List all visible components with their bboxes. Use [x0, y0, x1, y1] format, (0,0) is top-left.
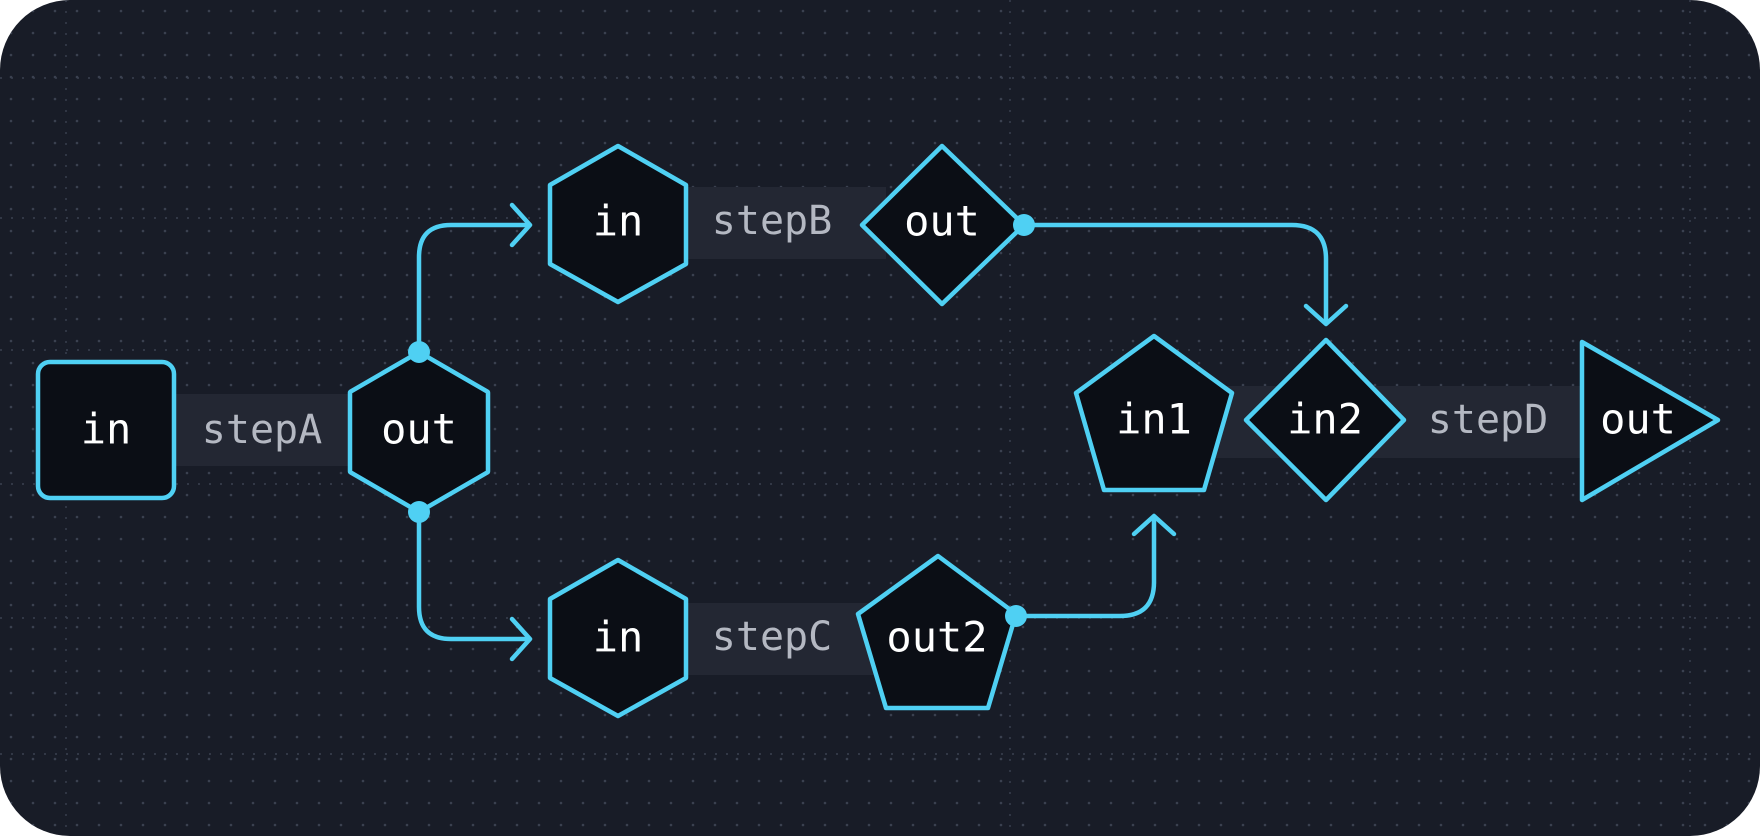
- connections: [416, 202, 1349, 662]
- pentagon-port-icon: [1073, 333, 1235, 493]
- edge-stepC-out2-to-stepD-in1[interactable]: [1013, 515, 1157, 619]
- stepD-output-out[interactable]: out: [1579, 339, 1721, 503]
- diamond-port-icon: [859, 143, 1027, 307]
- stepC-output-out2[interactable]: out2: [855, 553, 1019, 711]
- step-label-stepC[interactable]: stepC: [712, 614, 832, 660]
- connection-dot-icon[interactable]: [1005, 605, 1027, 627]
- port-label: out: [904, 197, 980, 246]
- step-band-stepA: [174, 394, 350, 466]
- stepC-input-in[interactable]: in: [547, 557, 689, 719]
- arrowhead-icon: [509, 202, 533, 248]
- port-label: in1: [1116, 395, 1192, 444]
- stepA-output-out[interactable]: out: [347, 349, 491, 515]
- stepB-output-out[interactable]: out: [859, 143, 1027, 307]
- port-label: out2: [886, 613, 987, 662]
- stepD-input-in2[interactable]: in2: [1243, 337, 1407, 503]
- port-label: in2: [1287, 395, 1363, 444]
- hexagon-port-icon: [547, 143, 689, 305]
- edge-stepB-out-to-stepD-in2[interactable]: [1021, 222, 1329, 325]
- step-labels: stepA stepB stepC stepD: [202, 198, 1548, 660]
- hexagon-port-icon: [547, 557, 689, 719]
- stepD-input-in1[interactable]: in1: [1073, 333, 1235, 493]
- connection-dot-icon[interactable]: [408, 501, 430, 523]
- port-label: in: [593, 613, 644, 662]
- arrowhead-icon: [509, 616, 533, 662]
- port-label: in: [81, 405, 132, 454]
- connection-dot-icon[interactable]: [408, 341, 430, 363]
- triangle-port-icon: [1579, 339, 1721, 503]
- step-label-stepA[interactable]: stepA: [202, 407, 322, 453]
- edge-handles: [408, 214, 1035, 627]
- stepA-input-in[interactable]: in: [35, 359, 177, 501]
- step-band-stepB: [686, 187, 886, 259]
- port-label: out: [381, 405, 457, 454]
- port-label: in: [593, 197, 644, 246]
- edge-stepA-out-to-stepB-in[interactable]: [416, 222, 531, 355]
- arrowhead-icon: [1303, 303, 1349, 327]
- step-label-stepD[interactable]: stepD: [1428, 397, 1548, 443]
- step-band-stepC: [686, 603, 886, 675]
- stepB-input-in[interactable]: in: [547, 143, 689, 305]
- step-label-stepB[interactable]: stepB: [712, 198, 832, 244]
- pentagon-port-icon: [855, 553, 1019, 711]
- square-port-icon: [35, 359, 177, 501]
- connection-dot-icon[interactable]: [1013, 214, 1035, 236]
- arrowhead-icon: [1131, 513, 1177, 537]
- edge-stepA-out-to-stepC-in[interactable]: [416, 509, 531, 642]
- port-label: out: [1600, 395, 1676, 444]
- diamond-port-icon: [1243, 337, 1407, 503]
